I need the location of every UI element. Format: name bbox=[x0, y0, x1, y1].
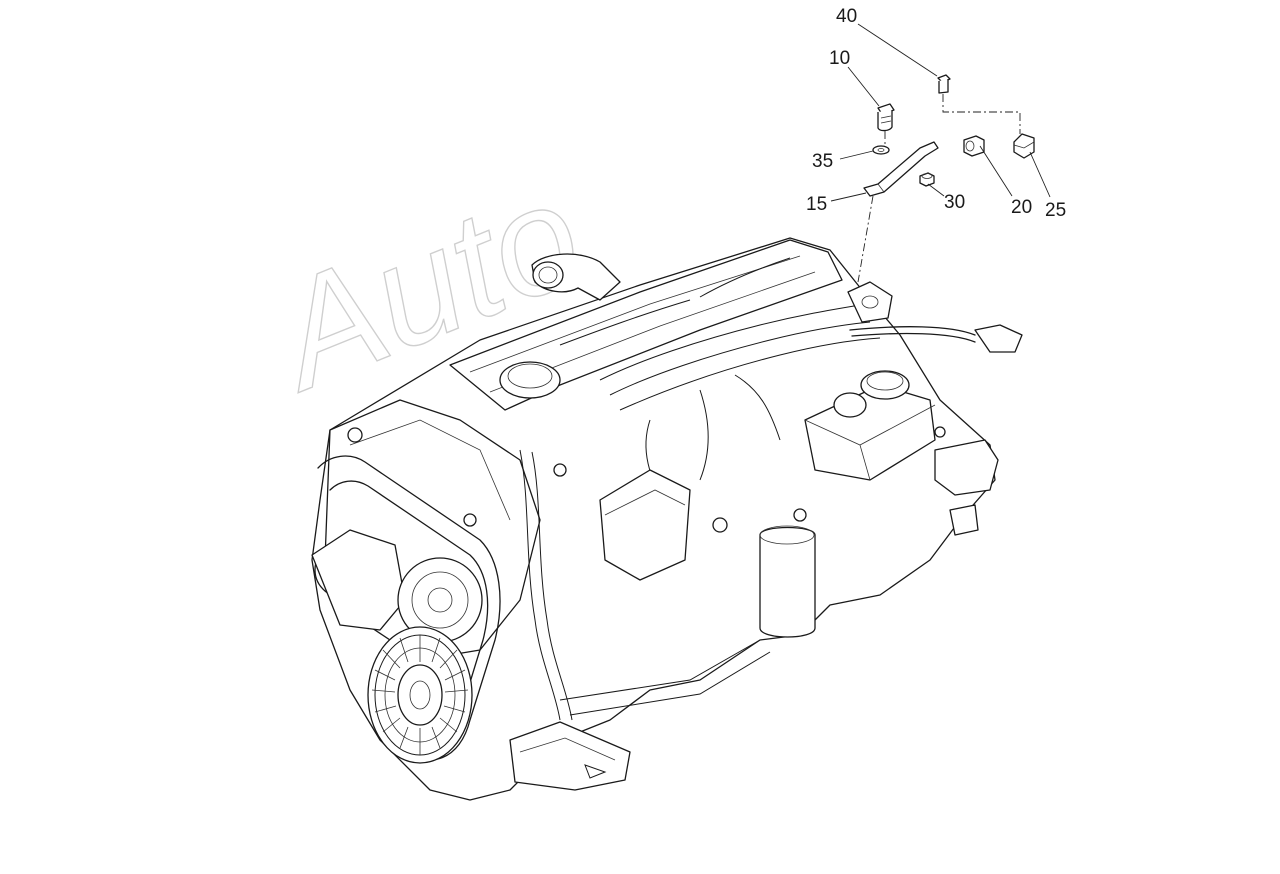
leader-20 bbox=[979, 145, 1013, 197]
part-40-bolt bbox=[937, 74, 951, 94]
leader-25 bbox=[1029, 151, 1051, 198]
callout-40: 40 bbox=[836, 6, 857, 27]
callout-25: 25 bbox=[1045, 200, 1066, 221]
engine-block-illustration bbox=[311, 237, 1023, 801]
leader-15 bbox=[830, 192, 867, 202]
callout-10: 10 bbox=[829, 48, 850, 69]
leader-30 bbox=[927, 183, 945, 197]
callout-20: 20 bbox=[1011, 197, 1032, 218]
part-30-nut bbox=[919, 172, 935, 187]
callout-30: 30 bbox=[944, 192, 965, 213]
callout-35: 35 bbox=[812, 151, 833, 172]
assembly-line-40-25 bbox=[942, 94, 1021, 134]
leader-40 bbox=[857, 23, 938, 77]
part-20-sleeve bbox=[963, 135, 985, 157]
part-15-bracket bbox=[863, 141, 939, 197]
part-35-washer bbox=[872, 145, 890, 155]
callout-15: 15 bbox=[806, 194, 827, 215]
assembly-line-15-engine bbox=[857, 195, 874, 283]
part-25-clip bbox=[1013, 133, 1035, 159]
leader-10 bbox=[847, 66, 880, 107]
part-10-bolt bbox=[877, 103, 895, 132]
leader-35 bbox=[839, 150, 874, 160]
